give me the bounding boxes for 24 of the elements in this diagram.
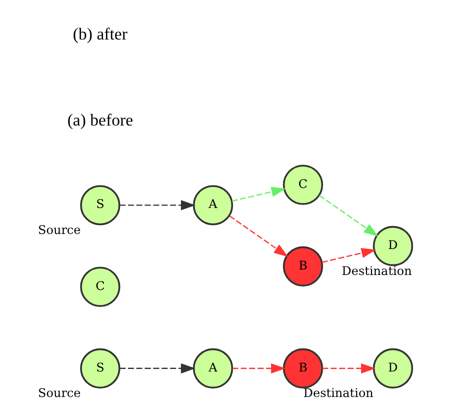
node-circle: C [282,164,324,205]
arrow [232,363,286,374]
label: (b) after [72,24,128,44]
node-label: Source [38,386,81,400]
arrow [319,194,378,236]
label: (a) before [67,110,134,130]
arrow [232,186,286,202]
node-label: Source [38,223,81,237]
node-label: Destination [303,386,374,400]
node-circle: S [80,185,120,226]
arrow [322,363,376,374]
arrow [120,200,196,210]
node-circle: A [192,185,234,226]
node-circle: S [80,348,120,388]
node-circle: D [372,226,414,266]
node-circle: D [372,348,414,388]
arrow [120,363,196,374]
node-circle: C [80,266,120,307]
arrow [322,248,376,263]
node-circle: A [192,348,234,388]
node-circle: B [282,246,324,286]
arrow [229,215,288,257]
node-circle: B [282,348,324,388]
node-label: Destination [342,264,412,278]
